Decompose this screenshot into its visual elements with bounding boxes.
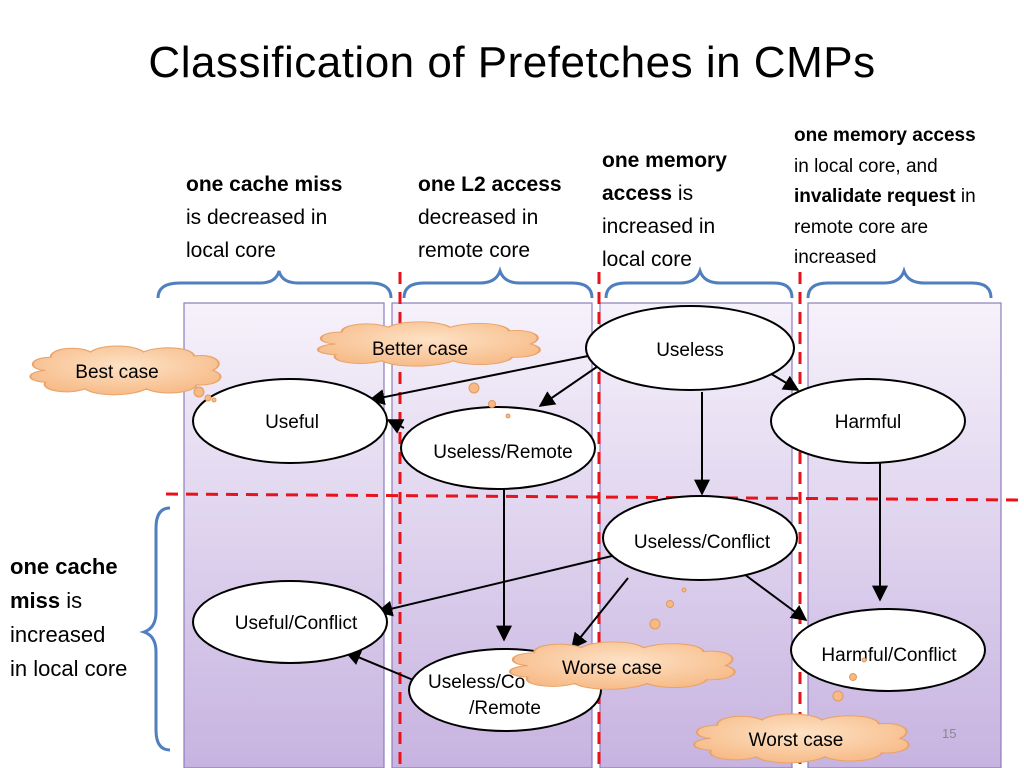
brace-col-4: [806, 266, 993, 299]
slide-title: Classification of Prefetches in CMPs: [148, 38, 876, 87]
node-useless-remote-label: Useless/Remote: [433, 442, 572, 463]
left-note: one cache miss is increased in local cor…: [10, 550, 127, 686]
column-desc-3: one memory access is increased in local …: [602, 144, 727, 276]
page-number: 15: [942, 726, 957, 741]
node-harmful-conflict-label: Harmful/Conflict: [821, 645, 957, 666]
left-note-suffix: is: [60, 588, 83, 613]
left-note-bold-1: one cache: [10, 554, 118, 579]
cloud-worse-case-label: Worse case: [562, 658, 662, 679]
column-desc-3-line4: local core: [602, 248, 692, 271]
node-useless-conflict-label: Useless/Conflict: [634, 532, 771, 553]
brace-left: [139, 506, 171, 752]
arrow-useless-conflict-remote-to-useful-conflict: [344, 650, 419, 683]
column-desc-2-bold: one L2 access: [418, 173, 562, 196]
column-desc-4-bold2: invalidate request: [794, 186, 956, 207]
node-useless-conflict-remote-label-2: /Remote: [469, 698, 541, 719]
column-desc-4-bold2-suffix: in: [955, 186, 976, 207]
cloud-best-case-label: Best case: [75, 362, 158, 383]
arrow-useless-remote-to-useful: [386, 419, 405, 434]
column-desc-4-line5: increased: [794, 247, 877, 268]
column-desc-3-bold-1: one memory: [602, 149, 727, 172]
left-note-line3: increased: [10, 622, 106, 647]
column-desc-2: one L2 access decreased in remote core: [418, 168, 562, 267]
node-useless-remote: Useless/Remote: [400, 406, 596, 490]
node-useless: Useless: [585, 305, 795, 391]
node-harmful-label: Harmful: [835, 412, 902, 433]
node-useful-conflict-label: Useful/Conflict: [235, 613, 358, 634]
column-desc-2-line3: remote core: [418, 239, 531, 262]
left-note-bold-2: miss: [10, 588, 61, 613]
column-desc-2-line2: decreased in: [418, 206, 539, 229]
node-useless-label: Useless: [656, 340, 724, 361]
column-desc-3-suffix: is: [672, 182, 694, 205]
red-dashed-horizontal: [165, 492, 1024, 502]
node-harmful-conflict: Harmful/Conflict: [790, 608, 986, 692]
column-desc-4-line2: in local core, and: [794, 155, 938, 177]
node-useful-conflict: Useful/Conflict: [192, 580, 388, 664]
arrow-useless-to-useless-remote: [538, 361, 605, 407]
node-harmful: Harmful: [770, 378, 966, 464]
brace-col-2: [402, 266, 594, 299]
cloud-better-case-label: Better case: [372, 339, 468, 360]
arrow-useless-conflict-to-useful-conflict: [376, 555, 613, 617]
node-useful-label: Useful: [265, 412, 319, 433]
column-desc-1-bold: one cache miss: [186, 173, 343, 196]
column-desc-4-line4: remote core are: [794, 216, 929, 238]
cloud-worst-case-label: Worst case: [749, 730, 844, 751]
column-desc-1: one cache miss is decreased in local cor…: [186, 168, 342, 267]
column-desc-1-line2: is decreased in: [186, 206, 328, 229]
brace-col-1: [156, 270, 393, 299]
node-useless-conflict-remote-label-1: Useless/Co: [428, 672, 525, 693]
node-useful: Useful: [192, 378, 388, 464]
column-desc-4: one memory access in local core, and inv…: [794, 121, 976, 274]
arrow-useless-conflict-to-harmful-conflict: [743, 573, 808, 621]
brace-col-3: [604, 266, 794, 299]
column-desc-4-bold: one memory access: [794, 125, 976, 146]
arrow-useless-to-harmful: [767, 371, 800, 391]
node-useless-conflict: Useless/Conflict: [602, 495, 798, 581]
column-desc-3-line3: increased in: [602, 215, 716, 238]
column-desc-3-bold-2: access: [602, 182, 673, 205]
arrow-useless-to-useful: [368, 353, 599, 405]
column-desc-1-line3: local core: [186, 239, 276, 262]
arrow-useless-conflict-to-useless-conflict-remote: [571, 577, 629, 650]
left-note-line4: in local core: [10, 656, 128, 681]
thought-bubbles: [193, 382, 867, 702]
